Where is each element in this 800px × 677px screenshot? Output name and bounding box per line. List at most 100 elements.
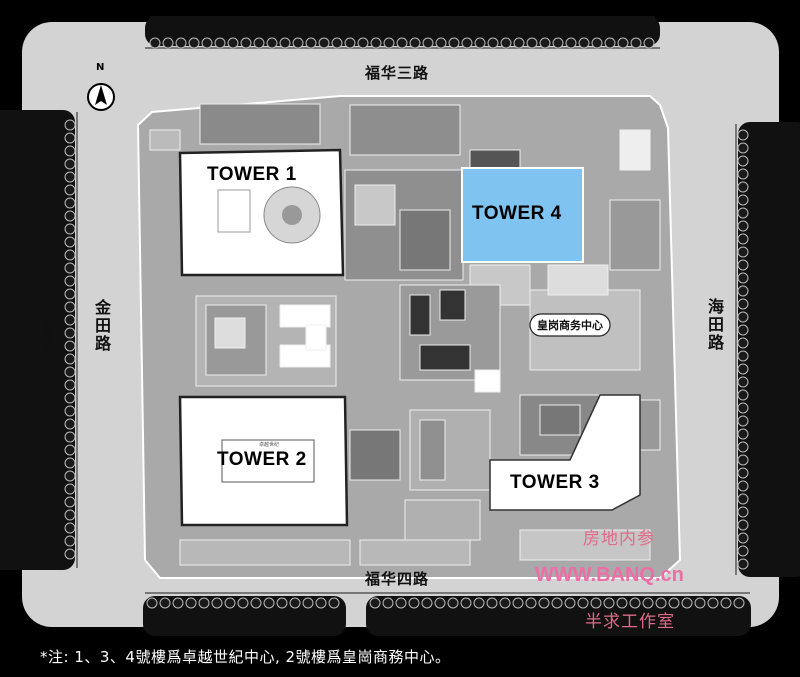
tree-icon (737, 181, 749, 193)
tree-icon (737, 493, 749, 505)
tree-icon (175, 37, 187, 49)
tree-icon (591, 37, 603, 49)
road-label-south: 福华四路 (365, 570, 430, 588)
tree-icon (198, 597, 210, 609)
tree-icon (172, 597, 184, 609)
tree-icon (64, 340, 76, 352)
tree-icon (737, 220, 749, 232)
tree-icon (237, 597, 249, 609)
tree-icon (737, 506, 749, 518)
tree-icon (421, 597, 433, 609)
tower-3-label: TOWER 3 (510, 472, 600, 493)
tree-icon (737, 454, 749, 466)
tree-icon (737, 246, 749, 258)
tree-icon (737, 532, 749, 544)
tree-icon (737, 324, 749, 336)
tree-icon (64, 457, 76, 469)
tower-1-footprint (178, 148, 345, 277)
tree-icon (643, 37, 655, 49)
tree-icon (408, 597, 420, 609)
tree-icon (737, 389, 749, 401)
tree-icon (302, 597, 314, 609)
tree-icon (64, 119, 76, 131)
tree-icon (64, 275, 76, 287)
tree-icon (64, 210, 76, 222)
tower-4-label: TOWER 4 (472, 203, 562, 224)
tree-icon (737, 428, 749, 440)
tree-icon (211, 597, 223, 609)
tree-icon (655, 597, 667, 609)
tree-icon (681, 597, 693, 609)
tree-icon (694, 597, 706, 609)
tree-icon (487, 37, 499, 49)
tree-icon (604, 37, 616, 49)
tree-icon (382, 597, 394, 609)
tree-icon (564, 597, 576, 609)
road-label-east: 海田路 (705, 298, 724, 352)
tree-icon (409, 37, 421, 49)
tree-icon (305, 37, 317, 49)
tree-icon (64, 132, 76, 144)
tree-icon (64, 418, 76, 430)
tree-icon (201, 37, 213, 49)
tree-icon (737, 168, 749, 180)
tree-icon (64, 171, 76, 183)
tree-icon (64, 301, 76, 313)
tree-icon (737, 363, 749, 375)
tree-icon (64, 158, 76, 170)
tree-icon (668, 597, 680, 609)
tree-icon (64, 379, 76, 391)
tree-icon (292, 37, 304, 49)
tree-icon (486, 597, 498, 609)
tower-2-plate (221, 439, 315, 483)
tree-icon (64, 314, 76, 326)
tree-icon (737, 350, 749, 362)
tree-icon (396, 37, 408, 49)
tower-1-core (217, 189, 251, 233)
tree-icon (737, 155, 749, 167)
tree-icon (737, 441, 749, 453)
tree-icon (159, 597, 171, 609)
tower-1-label: TOWER 1 (207, 164, 297, 185)
tree-icon (64, 496, 76, 508)
tree-icon (737, 285, 749, 297)
tree-icon (214, 37, 226, 49)
tree-icon (499, 597, 511, 609)
tree-icon (629, 597, 641, 609)
tree-icon (266, 37, 278, 49)
tree-icon (227, 37, 239, 49)
tree-icon (552, 37, 564, 49)
tree-icon (64, 327, 76, 339)
tree-icon (617, 37, 629, 49)
tree-icon (64, 483, 76, 495)
tree-icon (737, 194, 749, 206)
tree-icon (64, 522, 76, 534)
tree-icon (318, 37, 330, 49)
tree-icon (525, 597, 537, 609)
tree-icon (737, 233, 749, 245)
tower-2-footprint (178, 395, 349, 527)
tree-icon (289, 597, 301, 609)
road-label-north: 福华三路 (365, 64, 430, 82)
tree-icon (733, 597, 745, 609)
tree-icon (276, 597, 288, 609)
tree-icon (737, 519, 749, 531)
tree-icon (720, 597, 732, 609)
tree-icon (577, 597, 589, 609)
tree-icon (250, 597, 262, 609)
tree-icon (590, 597, 602, 609)
tree-icon (185, 597, 197, 609)
tree-icon (737, 558, 749, 570)
tower-2-label: TOWER 2 (217, 449, 307, 470)
tree-icon (162, 37, 174, 49)
tree-icon (512, 597, 524, 609)
watermark-line-2: 半求工作室 (585, 612, 675, 632)
tree-icon (434, 597, 446, 609)
tree-icon (64, 470, 76, 482)
tree-icon (328, 597, 340, 609)
tree-icon (578, 37, 590, 49)
tree-icon (369, 597, 381, 609)
tree-icon (565, 37, 577, 49)
street-trees (64, 37, 749, 609)
tree-icon (279, 37, 291, 49)
